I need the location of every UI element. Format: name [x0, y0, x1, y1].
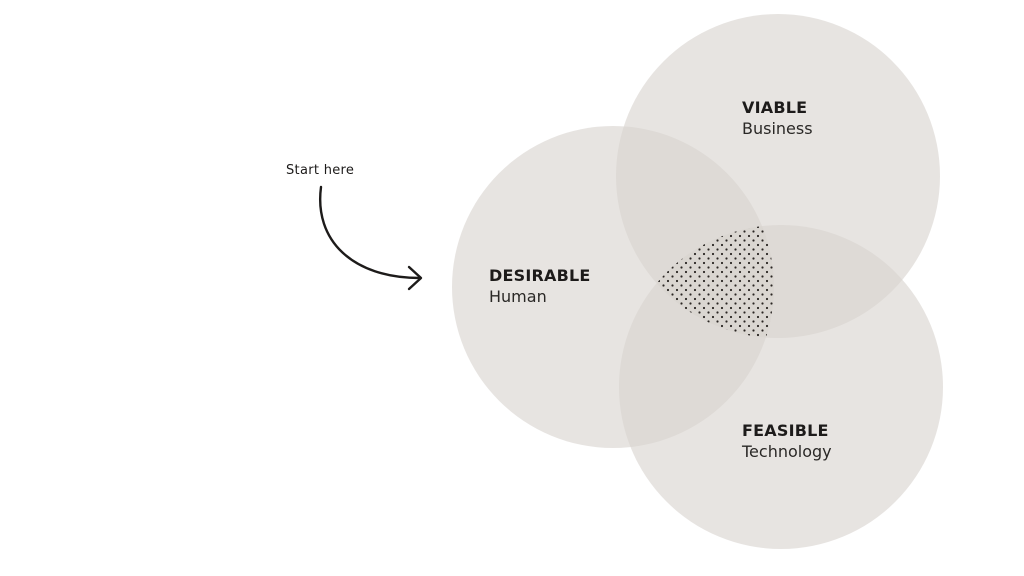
- feasible-subtitle: Technology: [742, 441, 832, 461]
- desirable-label: DESIRABLE Human: [489, 266, 591, 308]
- start-here-label: Start here: [286, 163, 355, 178]
- sweet-spot-intersection: [619, 225, 774, 338]
- curved-arrow-right-icon: [318, 185, 423, 291]
- desirable-title: DESIRABLE: [489, 266, 591, 285]
- viable-title: VIABLE: [742, 98, 808, 117]
- feasible-title: FEASIBLE: [742, 421, 829, 440]
- feasible-label: FEASIBLE Technology: [742, 421, 832, 463]
- desirable-subtitle: Human: [489, 286, 547, 306]
- viable-label: VIABLE Business: [742, 98, 813, 140]
- viable-subtitle: Business: [742, 118, 813, 138]
